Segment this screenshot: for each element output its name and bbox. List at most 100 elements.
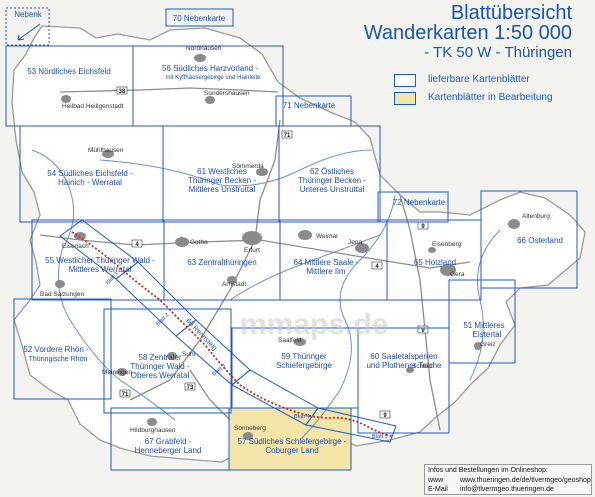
city-eisenach <box>74 232 86 240</box>
city-label: Jena <box>348 239 362 246</box>
sheet-label-58: 58 Zentraler <box>138 353 181 362</box>
river-ilm <box>229 234 381 301</box>
sheet-label-56: 56 Südliches Harzvorland - <box>162 64 258 73</box>
city-suhl <box>167 352 177 360</box>
city-sonneberg <box>243 432 253 440</box>
city-sondershausen <box>205 96 215 104</box>
info-email-link[interactable]: info@tlvermgeo.thueringen.de <box>460 486 554 493</box>
sheet-62[interactable] <box>278 125 381 223</box>
info-email-label: E-Mail <box>428 486 448 493</box>
sheet-65[interactable] <box>386 219 482 301</box>
info-email-row: E-Mail info@tlvermgeo.thueringen.de <box>428 485 588 495</box>
sheet-label-66: 66 Osterland <box>517 236 563 245</box>
svg-text:4: 4 <box>375 264 379 270</box>
info-heading: Infos und Bestellungen im Onlineshop: <box>428 467 548 474</box>
sheet-label-51: 51 Mittleres <box>463 321 504 330</box>
city-label: Erfurt <box>244 247 260 254</box>
rennsteig-route <box>71 231 393 437</box>
city-soemmerda <box>256 168 268 176</box>
sheet-sublabel-56: mit Kyffhäusergebirge und Hainleite <box>166 75 262 81</box>
city-label: Arnstadt <box>222 281 246 288</box>
sheet-label-59: 59 Thüringer <box>281 352 327 361</box>
sheet-sublabel-62: Thüringer Becken - <box>298 176 366 185</box>
sheet-52[interactable] <box>13 298 112 400</box>
watermark: mmaps.de <box>240 308 388 341</box>
sheet-label-52: 52 Vordere Rhön - <box>23 345 89 354</box>
title-line-3: - TK 50 W - Thüringen <box>424 44 572 61</box>
sheet-label-55: 55 Westlicher Thüringer Wald - <box>45 256 155 265</box>
state-outline <box>11 25 586 463</box>
city-label: Altenburg <box>522 213 550 220</box>
city-label: Sömmerda <box>232 163 264 170</box>
sheet-label-60: 60 Saaletalsperren <box>370 352 437 361</box>
city-schleiz <box>406 367 414 373</box>
river-werra <box>31 149 176 421</box>
road-sign-38: 38 <box>116 86 128 95</box>
legend-in-progress-label: Kartenblätter in Bearbeitung <box>428 92 553 103</box>
city-bad-salzungen <box>55 280 65 288</box>
strip-label-4: Blatt 4 <box>294 414 310 420</box>
city-altenburg <box>508 219 520 229</box>
sheet-72[interactable] <box>377 191 449 223</box>
city-label: Saalfeld <box>278 337 302 344</box>
sheet-sublabel-52: Thüringische Rhön <box>29 356 88 363</box>
title-line-1: Blattübersicht <box>450 2 572 24</box>
city-label: Sonneberg <box>234 425 266 432</box>
sheet-58[interactable] <box>103 308 232 414</box>
road-sign-9: 9 <box>417 325 429 334</box>
legend-available-swatch <box>394 74 416 87</box>
sheet-label-67: 67 Grabfeld - <box>145 437 192 446</box>
svg-text:38: 38 <box>119 89 126 95</box>
svg-text:9: 9 <box>421 328 425 334</box>
road-sign-9: 9 <box>379 410 391 419</box>
info-www-link[interactable]: www.thueringen.de/de/tlvermgeo/geoshop <box>460 476 591 484</box>
city-jena <box>355 243 369 253</box>
city-nordhausen <box>194 54 206 62</box>
svg-text:71: 71 <box>122 392 129 398</box>
road-sign-4: 4 <box>131 239 143 248</box>
sheet-nebenk[interactable] <box>5 7 50 46</box>
road-a38 <box>59 87 279 93</box>
svg-text:9: 9 <box>383 413 387 419</box>
sheet-label-64: 64 Mittlere Saale - <box>294 258 359 267</box>
sheet-51[interactable] <box>448 279 516 364</box>
legend-in-progress-swatch <box>394 92 416 105</box>
city-weimar <box>298 230 312 240</box>
city-label: Weimar <box>316 233 339 240</box>
city-eisenberg <box>428 247 436 253</box>
road-a9 <box>399 194 441 431</box>
road-sign-9: 9 <box>417 221 429 230</box>
city-erfurt <box>242 231 262 245</box>
svg-text:71: 71 <box>284 133 291 139</box>
sheet-label-53: 53 Nördliches Eichsfeld <box>27 67 111 76</box>
sheet-label-61: 61 Westliches <box>197 167 247 176</box>
sheet-sublabel-67: Henneberger Land <box>135 446 202 455</box>
road-sign-73: 73 <box>184 382 196 391</box>
sheet-label-57: 57 Südliches Schiefergebirge - <box>238 437 347 446</box>
sheet-60[interactable] <box>357 327 450 434</box>
rennsteig-strip-5[interactable] <box>305 407 397 443</box>
sheet-sub2label-62: Unteres Unstruttal <box>300 185 365 194</box>
sheet-label-54: 54 Südliches Eichsfeld - <box>47 169 133 178</box>
city-label: Gera <box>450 271 465 278</box>
sheet-70[interactable] <box>165 8 234 27</box>
sheet-label-62: 62 Östliches <box>310 167 354 176</box>
info-www-label: www <box>428 476 444 484</box>
city-label: Hildburghausen <box>130 427 176 434</box>
city-label: Heilbad Heiligenstadt <box>62 103 124 110</box>
road-a71-south <box>129 239 256 401</box>
sheet-sub2label-58: Oberes Werratal <box>131 371 190 380</box>
city-saalfeld <box>294 338 306 346</box>
strip-label-5: Blatt 5 <box>372 434 388 440</box>
road-sign-71: 71 <box>281 130 293 139</box>
sheet-sublabel-64: Mittlere Ilm <box>306 267 345 276</box>
city-label: Gotha <box>190 239 208 246</box>
sheet-67[interactable] <box>110 407 230 471</box>
city-gotha <box>175 237 189 247</box>
sheet-sublabel-51: Elstertal <box>473 330 502 339</box>
city-meiningen <box>117 368 127 376</box>
info-www-row: www www.thueringen.de/de/tlvermgeo/geosho… <box>428 476 591 486</box>
city-label: Mühlhausen <box>88 147 124 154</box>
